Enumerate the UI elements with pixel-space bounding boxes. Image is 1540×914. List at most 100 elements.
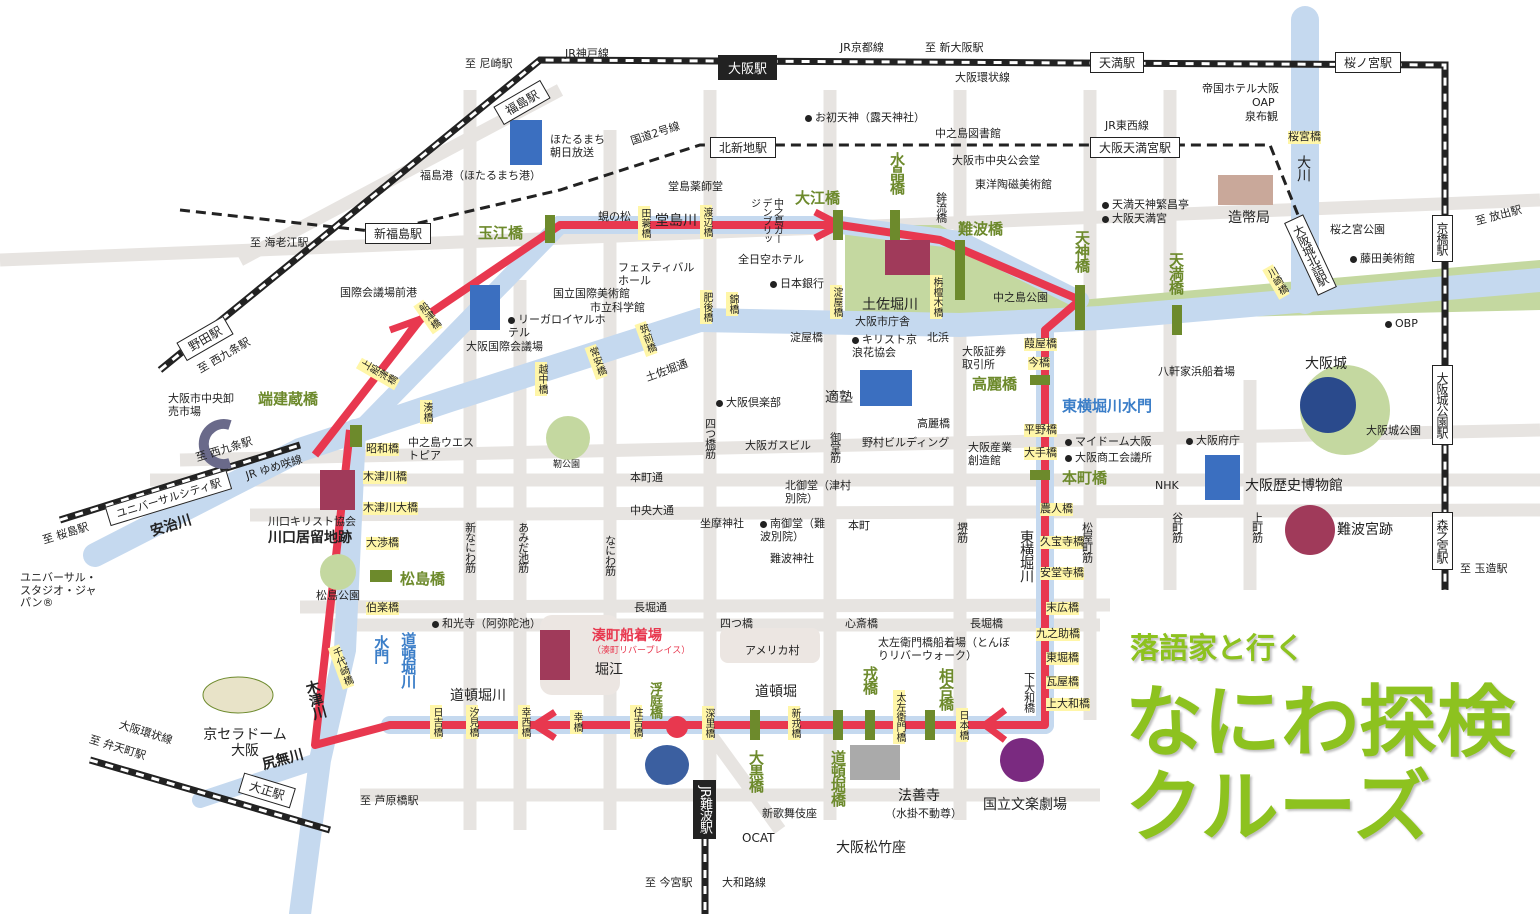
bridge-minor: 瓦屋橋 <box>1046 675 1079 689</box>
bridge-minor: 農人橋 <box>1040 502 1073 516</box>
street: 松屋町筋 <box>1080 522 1094 562</box>
bridge-minor: 住吉橋 <box>630 705 642 739</box>
street: 堺筋 <box>955 522 969 542</box>
landmark: 適塾 <box>825 390 853 406</box>
landmark: 八軒家浜船着場 <box>1158 365 1235 378</box>
street: 上町筋 <box>1250 512 1264 542</box>
bridge-minor: 末広橋 <box>1046 601 1079 615</box>
bridge-minor: 久宝寺橋 <box>1040 535 1084 549</box>
bridge-minor: 伯楽橋 <box>366 601 399 615</box>
rail-note: 至 海老江駅 <box>250 236 309 249</box>
landmark: 松島公園 <box>316 589 360 602</box>
bridge-minor: 東堀橋 <box>1046 651 1079 665</box>
station-osaka[interactable]: 大阪駅 <box>718 55 778 80</box>
street: 谷町筋 <box>1170 512 1184 542</box>
street: 本町通 <box>630 471 663 484</box>
landmark: 大阪倶楽部 <box>716 396 781 410</box>
landmark: 難波神社 <box>770 552 814 565</box>
landmark: 中之島ウエストピア <box>408 436 474 462</box>
bridge-aioi: 相合橋 <box>937 668 955 710</box>
station-temma[interactable]: 天満駅 <box>1090 52 1145 73</box>
landmark: 川口キリスト協会 <box>268 515 356 528</box>
bridge-minor: 太左衛門橋 <box>893 690 905 744</box>
landmark: 天満天神繁昌亭 <box>1102 198 1189 212</box>
landmark: 大阪松竹座 <box>836 840 906 856</box>
bridge-minor: 昭和橋 <box>366 442 399 456</box>
landmark: 大阪市中央公会堂 <box>952 154 1040 167</box>
street: 御堂筋 <box>828 432 842 462</box>
landmark: 日本銀行 <box>770 277 824 291</box>
station-shin-fukushima[interactable]: 新福島駅 <box>365 223 432 244</box>
station-sakuranomiya[interactable]: 桜ノ宮駅 <box>1335 52 1402 73</box>
bridge-minor: 日吉橋 <box>430 705 442 739</box>
title-main2: クルーズ <box>1125 763 1431 853</box>
rail-note: 至 芦原橋駅 <box>360 794 419 807</box>
landmark: 道頓堀 <box>755 684 797 700</box>
water-gate: 水門 <box>372 635 391 663</box>
station-osaka-temmangu[interactable]: 大阪天満宮駅 <box>1090 137 1181 158</box>
bridge-minor: 錦橋 <box>726 292 738 316</box>
landmark: 高麗橋 <box>917 417 950 430</box>
landmark: 中之島公園 <box>993 291 1048 304</box>
landmark: 藤田美術館 <box>1350 252 1415 266</box>
landmark: 国立国際美術館 <box>553 287 630 300</box>
bridge-minor: 上大和橋 <box>1046 697 1090 711</box>
rail-note: 至 尼崎駅 <box>465 57 513 70</box>
landmark: 法善寺 <box>898 788 940 804</box>
landmark: OBP <box>1385 317 1418 331</box>
bridge-minor: 幸西橋 <box>518 705 530 739</box>
bridge-suisho: 水晶橋 <box>888 152 906 194</box>
pier-minatomachi[interactable]: 湊町船着場 <box>592 628 662 644</box>
station-morinomiya[interactable]: 森之宮駅 <box>1432 512 1453 570</box>
rail-note: 至 玉造駅 <box>1460 562 1508 575</box>
bridge-hatakezo: 端建蔵橋 <box>258 390 319 408</box>
bridge-minor: 新戎橋 <box>788 706 800 740</box>
station-osakajo-koen[interactable]: 大阪城公園駅 <box>1432 365 1453 445</box>
landmark: 蜆の松 <box>598 210 631 223</box>
bridge-tamae: 玉江橋 <box>478 224 524 242</box>
station-kitashinchi[interactable]: 北新地駅 <box>710 137 777 158</box>
pier-minatomachi-sub: （湊町リバープレイス） <box>592 646 691 656</box>
bridge-minor: 今橋 <box>1028 356 1050 370</box>
minatomachi-pier-marker <box>666 716 688 738</box>
river-dotonbori: 道頓堀川 <box>450 688 506 704</box>
landmark: 国際会議場前港 <box>340 286 417 299</box>
bridge-minor: 栴檀木橋 <box>930 275 942 319</box>
street: 長堀通 <box>634 601 667 614</box>
street: 四つ橋筋 <box>703 418 717 458</box>
bridge-minor: 深里橋 <box>702 706 714 740</box>
landmark: 靭公園 <box>553 460 581 470</box>
landmark: 市立科学館 <box>590 301 645 314</box>
landmark: 大阪ガスビル <box>745 439 811 452</box>
landmark: 中之島図書館 <box>935 127 1001 140</box>
river-higashiyokobori: 東横堀川 <box>1018 530 1035 582</box>
station-kyobashi[interactable]: 京橋駅 <box>1432 215 1453 262</box>
landmark: 中之島ガーデンブリッジ <box>748 198 783 243</box>
landmark: OAP <box>1252 96 1275 109</box>
landmark: 大阪天満宮 <box>1102 212 1167 226</box>
landmark: 国立文楽劇場 <box>983 797 1067 813</box>
street: あみだ池筋 <box>516 522 530 572</box>
bridge-korai: 高麗橋 <box>972 375 1018 393</box>
landmark: 全日空ホテル <box>738 253 804 266</box>
landmark: ほたるまち朝日放送 <box>550 133 605 159</box>
landmark: 和光寺（阿弥陀池） <box>432 617 541 631</box>
rail-note: 大和路線 <box>722 876 766 889</box>
bridge-matsushima: 松島橋 <box>400 570 446 588</box>
bridge-temma: 天満橋 <box>1167 252 1185 294</box>
bridge-minor: 木津川橋 <box>363 470 407 484</box>
landmark: 大阪城 <box>1305 356 1347 372</box>
landmark: 難波宮跡 <box>1337 522 1393 538</box>
station-jr-namba[interactable]: JR難波駅 <box>693 780 716 839</box>
landmark: 大阪産業創造館 <box>968 441 1012 467</box>
landmark: 川口居留地跡 <box>268 530 352 546</box>
landmark: フェスティバルホール <box>618 261 695 287</box>
landmark: 福島港（ほたるまち港） <box>420 169 541 182</box>
bridge-minor: 幸橋 <box>570 710 582 734</box>
landmark: 堀江 <box>595 662 623 678</box>
bridge-dotonbori: 道頓堀橋 <box>829 750 847 806</box>
america-mura-district <box>720 628 820 663</box>
ocat-label: OCAT <box>742 831 775 845</box>
pier-tazaemon[interactable]: 太左衛門橋船着場（とんぼりリバーウォーク） <box>878 636 1010 662</box>
major-bridge-marks <box>350 210 1182 740</box>
